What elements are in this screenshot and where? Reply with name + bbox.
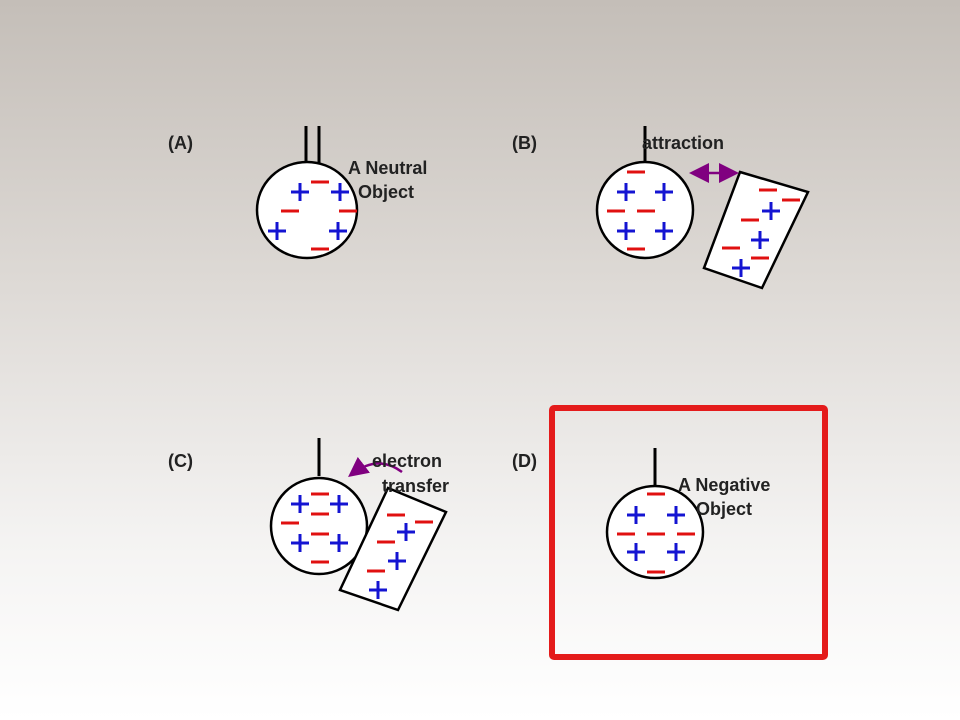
panel-b-charges <box>607 170 800 277</box>
positive-charge <box>762 202 780 220</box>
sphere-c <box>269 476 369 576</box>
panel-a-charges <box>268 180 357 251</box>
panel-c-label: (C) <box>168 451 193 471</box>
positive-charge <box>329 222 347 240</box>
positive-charge <box>732 259 750 277</box>
panel-a-caption-line1: A Neutral <box>348 158 428 178</box>
rod-b-gap <box>703 175 715 265</box>
panel-b-label: (B) <box>512 133 537 153</box>
positive-charge <box>268 222 286 240</box>
positive-charge <box>330 495 348 513</box>
positive-charge <box>291 495 309 513</box>
positive-charge <box>627 506 645 524</box>
panel-d-caption-line1: A Negative <box>678 475 771 495</box>
panel-b <box>595 126 810 290</box>
positive-charge <box>369 581 387 599</box>
positive-charge <box>388 552 406 570</box>
charged-rod-b <box>702 170 810 290</box>
panel-b-caption: attraction <box>642 133 725 153</box>
negative-sphere <box>605 484 705 580</box>
positive-charge <box>627 543 645 561</box>
panel-c-caption-line2: transfer <box>382 476 450 496</box>
positive-charge <box>667 543 685 561</box>
panel-d-label: (D) <box>512 451 537 471</box>
panel-c <box>269 438 448 612</box>
positive-charge <box>655 183 673 201</box>
positive-charge <box>655 222 673 240</box>
positive-charge <box>291 183 309 201</box>
positive-charge <box>330 534 348 552</box>
positive-charge <box>291 534 309 552</box>
positive-charge <box>667 506 685 524</box>
positive-charge <box>397 523 415 541</box>
electron-transfer-arrow <box>348 456 403 478</box>
panel-a-label: (A) <box>168 133 193 153</box>
charged-rod-c <box>338 486 448 612</box>
positive-charge <box>751 231 769 249</box>
panel-d-charges <box>617 492 695 574</box>
positive-charge <box>617 183 635 201</box>
positive-charge <box>617 222 635 240</box>
panel-a <box>255 126 359 260</box>
panel-c-charges <box>281 492 433 599</box>
panel-c-caption-line1: electron <box>372 451 443 471</box>
panel-a-caption-line2: Object <box>358 182 415 202</box>
positive-charge <box>331 183 349 201</box>
highlight-box <box>549 405 828 660</box>
panel-d <box>549 405 828 660</box>
panel-d-caption-line2: Object <box>696 499 753 519</box>
